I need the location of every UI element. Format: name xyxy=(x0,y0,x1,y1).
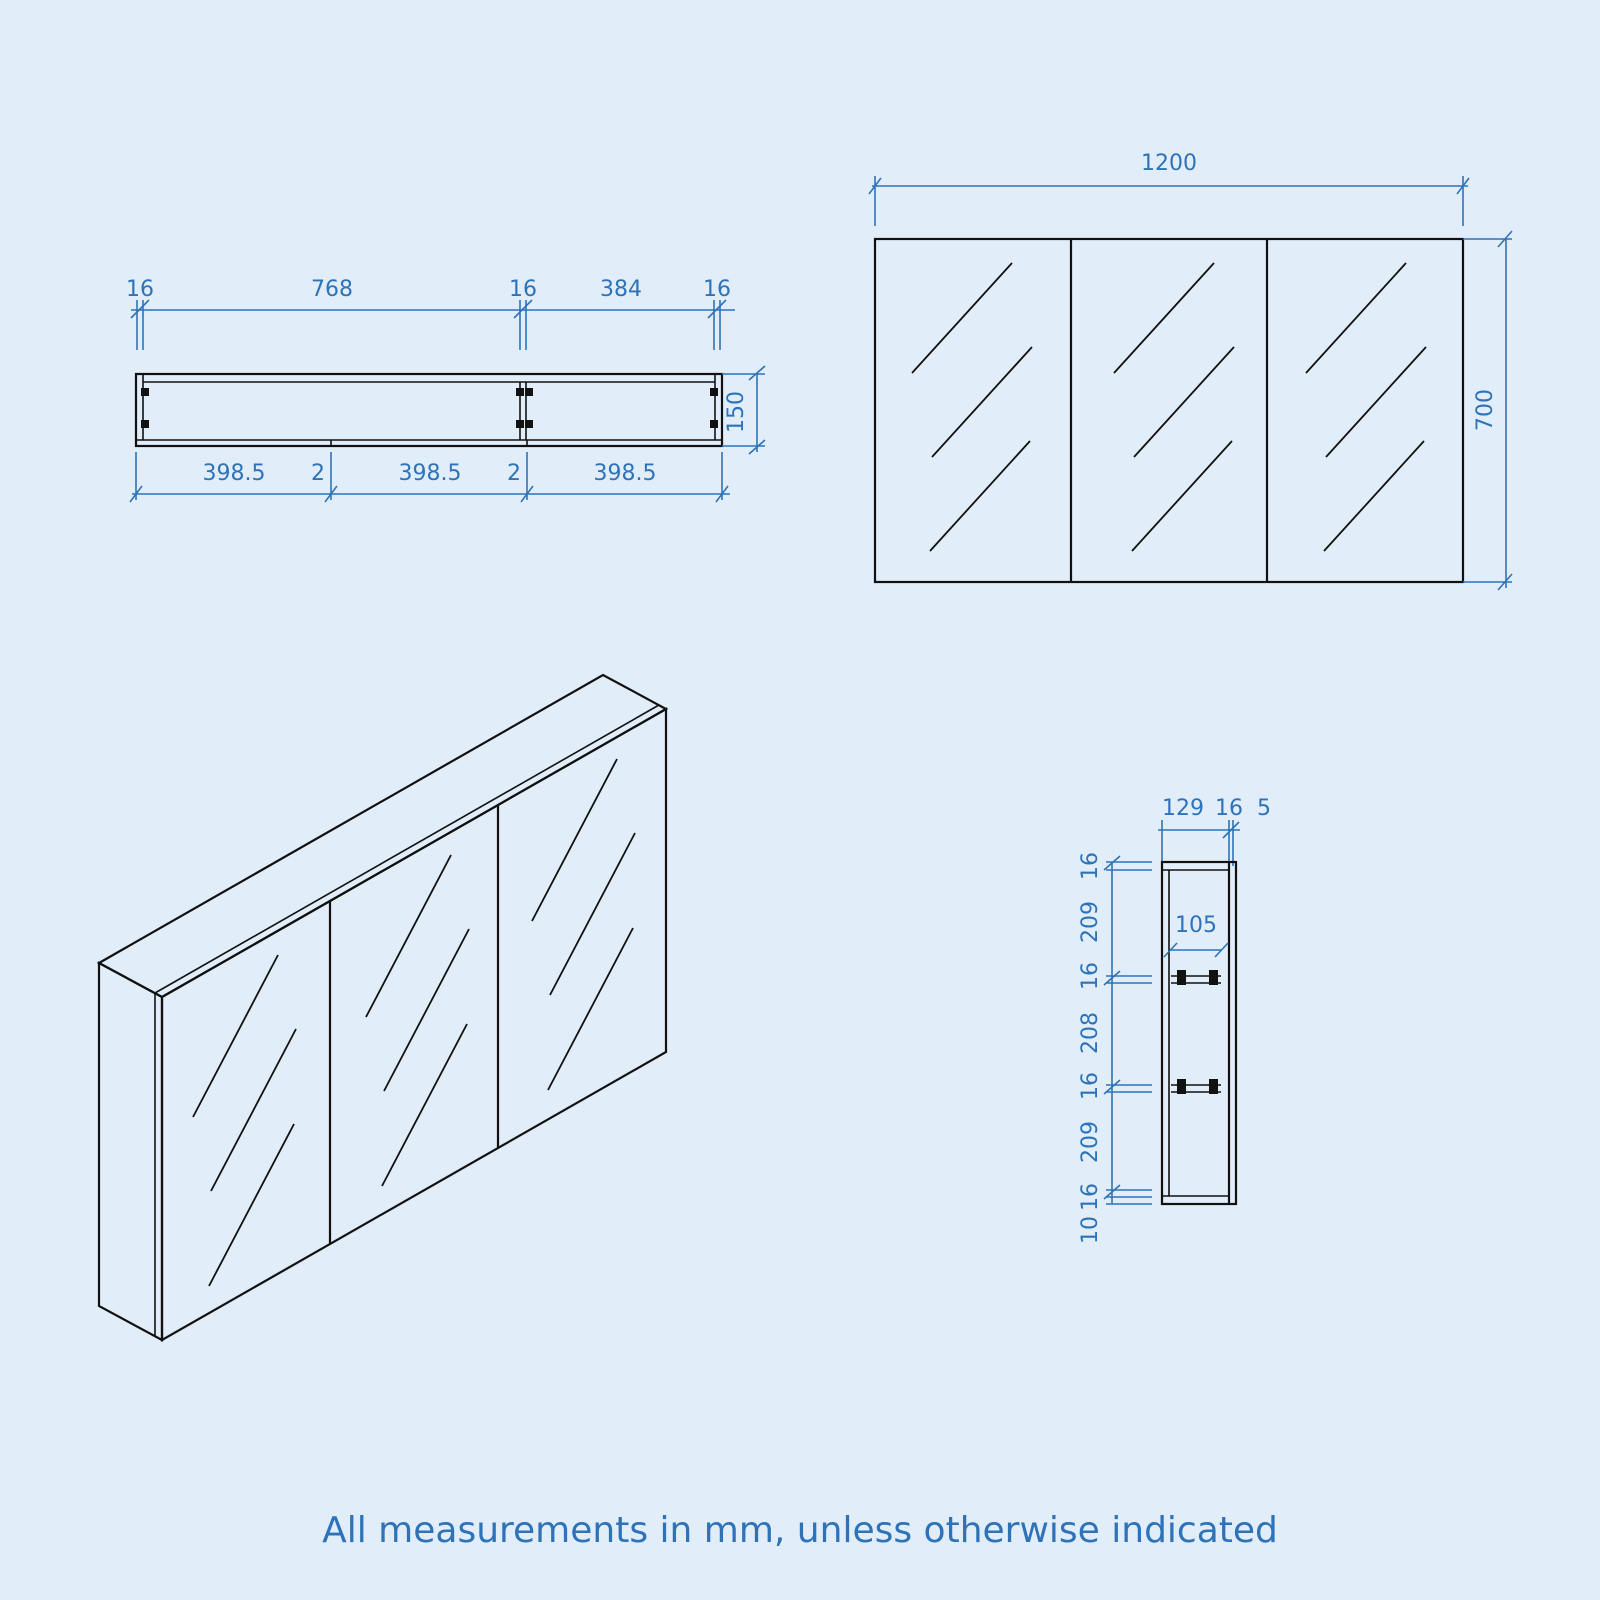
side-vert-dim-7: 16 xyxy=(1078,1183,1103,1211)
mirror-reflection-icon xyxy=(911,262,1427,552)
shelf-support-icon xyxy=(1177,1079,1186,1094)
hinge-icon xyxy=(141,388,149,396)
footer-note: All measurements in mm, unless otherwise… xyxy=(322,1510,1278,1551)
plan-cabinet xyxy=(134,372,724,448)
side-vert-dim-4: 208 xyxy=(1078,1012,1103,1054)
side-vert-dim-1: 16 xyxy=(1078,852,1103,880)
hinge-icon xyxy=(525,420,533,428)
side-top-dim-3: 5 xyxy=(1257,796,1271,821)
iso-top-face xyxy=(96,673,669,999)
side-vert-dim-8: 10 xyxy=(1078,1216,1103,1244)
hinge-icon xyxy=(141,420,149,428)
side-cabinet xyxy=(1160,860,1238,1206)
hinge-icon xyxy=(525,388,533,396)
side-top-dim-2: 16 xyxy=(1215,796,1243,821)
front-cabinet xyxy=(873,237,1465,584)
plan-bottom-dim-1: 398.5 xyxy=(203,461,266,486)
iso-front-face xyxy=(160,707,668,1342)
front-view: 1200 700 xyxy=(868,151,1513,591)
isometric-view xyxy=(96,673,669,1342)
plan-top-dim-3: 16 xyxy=(509,277,537,302)
side-top-dim-1: 129 xyxy=(1162,796,1204,821)
shelf-support-icon xyxy=(1209,1079,1218,1094)
hinge-icon xyxy=(516,420,524,428)
plan-bottom-dim-5: 398.5 xyxy=(594,461,657,486)
plan-top-dim-4: 384 xyxy=(600,277,642,302)
side-view: 129 16 5 105 xyxy=(1078,796,1271,1244)
side-shelf xyxy=(1171,970,1221,985)
front-width-dim: 1200 xyxy=(1141,151,1197,176)
hinge-icon xyxy=(710,388,718,396)
side-inner-dim: 105 xyxy=(1175,913,1217,938)
hinge-icon xyxy=(516,388,524,396)
plan-top-dim-2: 768 xyxy=(311,277,353,302)
front-height-dim: 700 xyxy=(1473,389,1498,431)
plan-top-dim-5: 16 xyxy=(703,277,731,302)
shelf-support-icon xyxy=(1209,970,1218,985)
side-vertical-ticks xyxy=(1103,855,1152,1205)
mirror-reflection-icon xyxy=(192,758,636,1287)
side-vert-dim-3: 16 xyxy=(1078,962,1103,990)
side-vert-dim-6: 209 xyxy=(1078,1121,1103,1163)
iso-side-face xyxy=(97,961,164,1342)
plan-bottom-dim-3: 398.5 xyxy=(399,461,462,486)
plan-top-dim-1: 16 xyxy=(126,277,154,302)
side-vert-dim-5: 16 xyxy=(1078,1072,1103,1100)
side-shelf xyxy=(1171,1079,1221,1094)
plan-view: 16 768 16 384 16 xyxy=(126,277,766,503)
plan-bottom-dim-2: 2 xyxy=(311,461,325,486)
side-vert-dim-2: 209 xyxy=(1078,901,1103,943)
shelf-support-icon xyxy=(1177,970,1186,985)
hinge-icon xyxy=(710,420,718,428)
plan-bottom-dim-4: 2 xyxy=(507,461,521,486)
plan-depth-dim: 150 xyxy=(724,391,749,433)
